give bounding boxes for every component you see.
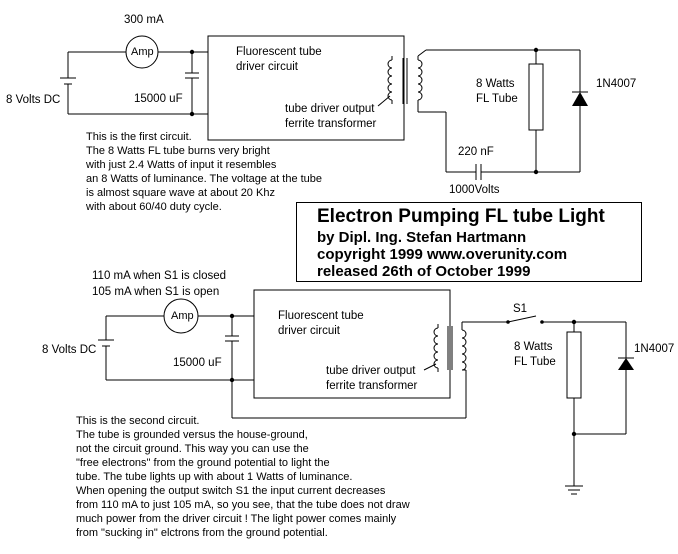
circuit1-supply: 8 Volts DC xyxy=(6,94,61,106)
circuit1-driver-line1: Fluorescent tube xyxy=(236,46,322,58)
circuit1-wiring xyxy=(60,35,588,180)
circuit1-desc-line: The 8 Watts FL tube burns very bright xyxy=(86,145,270,157)
diode2-symbol xyxy=(618,358,634,370)
ammeter2-circle xyxy=(163,298,199,334)
circuit1-desc-line: is almost square wave at about 20 Khz xyxy=(86,187,275,199)
circuit1-diode: 1N4007 xyxy=(596,78,637,90)
circuit2-current-open: 105 mA when S1 is open xyxy=(92,286,220,298)
circuit2-current-closed: 110 mA when S1 is closed xyxy=(92,270,227,282)
circuit2-desc-line: much power from the driver circuit ! The… xyxy=(76,513,397,525)
circuit2-supply: 8 Volts DC xyxy=(42,344,97,356)
circuit1-ammeter-label: Amp xyxy=(131,46,154,58)
title-release: released 26th of October 1999 xyxy=(317,263,531,280)
circuit1-driver-line2: driver circuit xyxy=(236,61,298,73)
switch-s1-label: S1 xyxy=(513,303,528,315)
title-author: by Dipl. Ing. Stefan Hartmann xyxy=(317,229,527,246)
circuit1-description: This is the first circuit. The 8 Watts F… xyxy=(86,130,322,214)
diode1-symbol xyxy=(572,92,588,106)
circuit2-desc-line: This is the second circuit. xyxy=(76,415,200,427)
circuit2-desc-line: tube. The tube lights up with about 1 Wa… xyxy=(76,471,353,483)
title-main: Electron Pumping FL tube Light xyxy=(317,206,605,227)
circuit1-desc-line: with just 2.4 Watts of input it resemble… xyxy=(86,159,277,171)
circuit2-driver-line1: Fluorescent tube xyxy=(278,310,364,322)
circuit1-cap2: 220 nF xyxy=(458,146,494,158)
title-copyright: copyright 1999 www.overunity.com xyxy=(317,246,568,263)
circuit2-diode: 1N4007 xyxy=(634,343,675,355)
title-box: Electron Pumping FL tube Light by Dipl. … xyxy=(296,202,642,282)
circuit1-capacitor: 15000 uF xyxy=(134,93,183,105)
circuit1-desc-line: This is the first circuit. xyxy=(86,131,192,143)
circuit2-desc-line: not the circuit ground. This way you can… xyxy=(76,443,309,455)
circuit1-current: 300 mA xyxy=(124,14,164,26)
circuit1-tube-line2: FL Tube xyxy=(476,93,518,105)
circuit2-description: This is the second circuit. The tube is … xyxy=(76,414,410,540)
circuit2-desc-line: When opening the output switch S1 the in… xyxy=(76,485,386,497)
circuit2-ammeter-label: Amp xyxy=(171,310,194,322)
circuit2-tube-line2: FL Tube xyxy=(514,356,556,368)
circuit2-tube-line1: 8 Watts xyxy=(514,341,553,353)
circuit2-output-line2: ferrite transformer xyxy=(326,380,418,392)
circuit2-wiring xyxy=(98,289,634,495)
circuit1-output-line1: tube driver output xyxy=(285,103,375,115)
circuit1-cap2-voltage: 1000Volts xyxy=(449,184,500,196)
circuit1-desc-line: an 8 Watts of luminance. The voltage at … xyxy=(86,173,323,185)
circuit2-driver-line2: driver circuit xyxy=(278,325,340,337)
circuit2-desc-line: "free electrons" from the ground potenti… xyxy=(76,457,330,469)
circuit2-desc-line: from 110 mA to just 105 mA, so you see, … xyxy=(76,499,410,511)
junction-dots xyxy=(189,47,577,437)
circuit2-desc-line: from "sucking in" elctrons from the grou… xyxy=(76,527,328,539)
ammeter1-circle xyxy=(125,35,159,69)
circuit2-capacitor: 15000 uF xyxy=(173,357,222,369)
circuit2-desc-line: The tube is grounded versus the house-gr… xyxy=(76,429,308,441)
circuit1-output-line2: ferrite transformer xyxy=(285,118,377,130)
circuit1-tube-line1: 8 Watts xyxy=(476,78,515,90)
circuit1-desc-line: with about 60/40 duty cycle. xyxy=(86,201,222,213)
circuit2-output-line1: tube driver output xyxy=(326,365,416,377)
